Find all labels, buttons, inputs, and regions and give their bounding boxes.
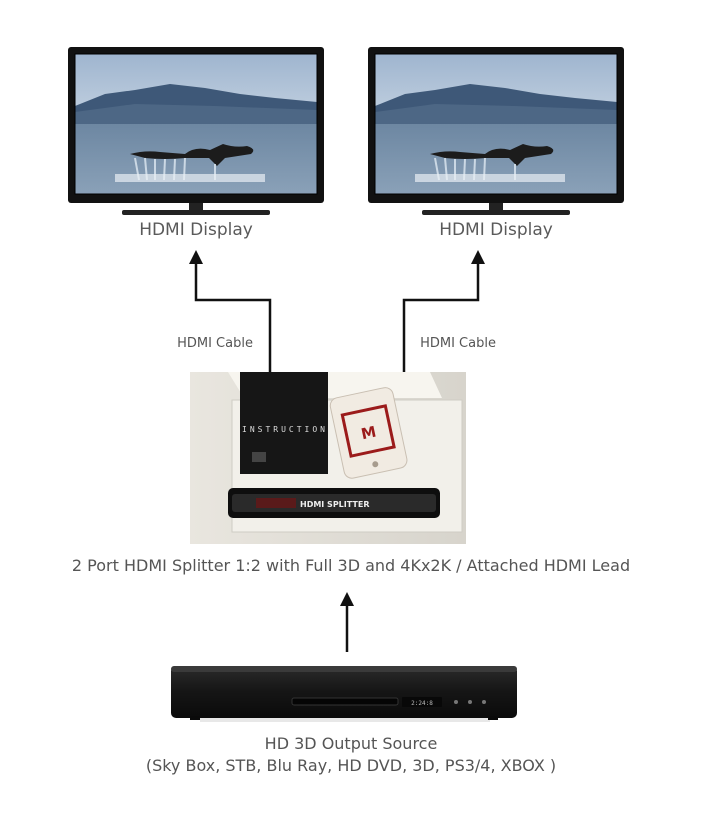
arrow-source-to-splitter — [340, 592, 354, 652]
right-cable-label: HDMI Cable — [420, 336, 496, 351]
arrow-to-left-display — [189, 250, 272, 372]
splitter-label: 2 Port HDMI Splitter 1:2 with Full 3D an… — [71, 556, 631, 575]
svg-text:M: M — [359, 423, 377, 444]
tv-right — [368, 47, 624, 215]
instruction-box-text: INSTRUCTION — [242, 425, 328, 434]
svg-text:2:24:8: 2:24:8 — [411, 700, 433, 707]
source-label-line2: (Sky Box, STB, Blu Ray, HD DVD, 3D, PS3/… — [145, 756, 557, 775]
splitter-device-text: HDMI SPLITTER — [300, 500, 369, 509]
splitter-photo: M — [190, 372, 466, 544]
source-label-line1: HD 3D Output Source — [264, 734, 438, 753]
arrow-to-right-display — [402, 250, 485, 372]
left-display-label: HDMI Display — [139, 220, 253, 240]
left-cable-label: HDMI Cable — [177, 336, 253, 351]
bluray-player: 2:24:8 — [171, 666, 517, 722]
right-display-label: HDMI Display — [439, 220, 553, 240]
tv-left — [68, 47, 324, 215]
